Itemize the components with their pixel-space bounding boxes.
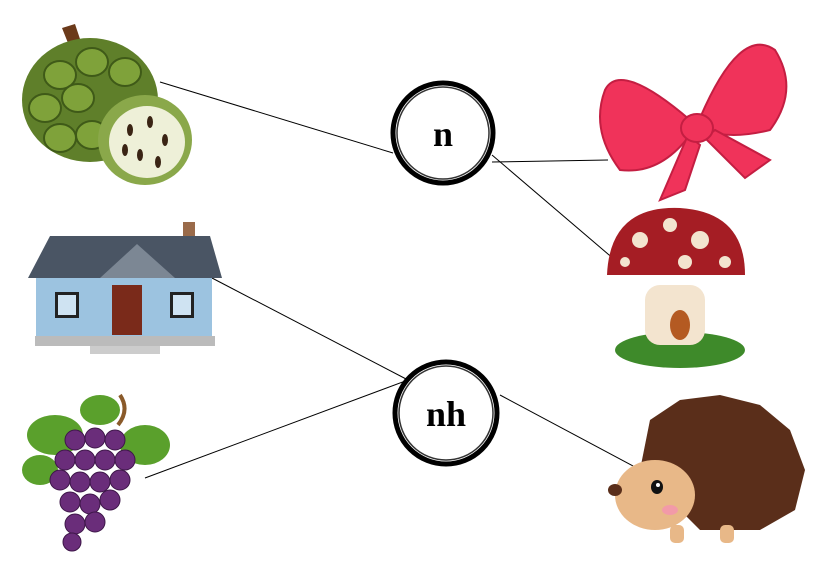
line-nh-hedgehog <box>499 394 651 476</box>
circle-nh: nh <box>392 359 500 467</box>
circle-label-nh: nh <box>426 394 466 434</box>
line-grapes-nh <box>144 379 409 479</box>
connection-lines <box>144 81 651 479</box>
house-picture <box>28 222 222 354</box>
custard-apple-picture <box>22 24 192 185</box>
hedgehog-picture <box>608 395 805 543</box>
line-n-mushroom <box>491 154 623 267</box>
mushroom-house-picture <box>607 207 745 368</box>
circle-n: n <box>390 80 496 186</box>
bow-picture <box>599 43 788 202</box>
grapes-picture <box>22 393 170 552</box>
circle-label-n: n <box>433 114 453 154</box>
line-house-nh <box>211 277 409 381</box>
line-custard-apple-n <box>159 81 394 154</box>
line-n-bow <box>491 159 609 163</box>
